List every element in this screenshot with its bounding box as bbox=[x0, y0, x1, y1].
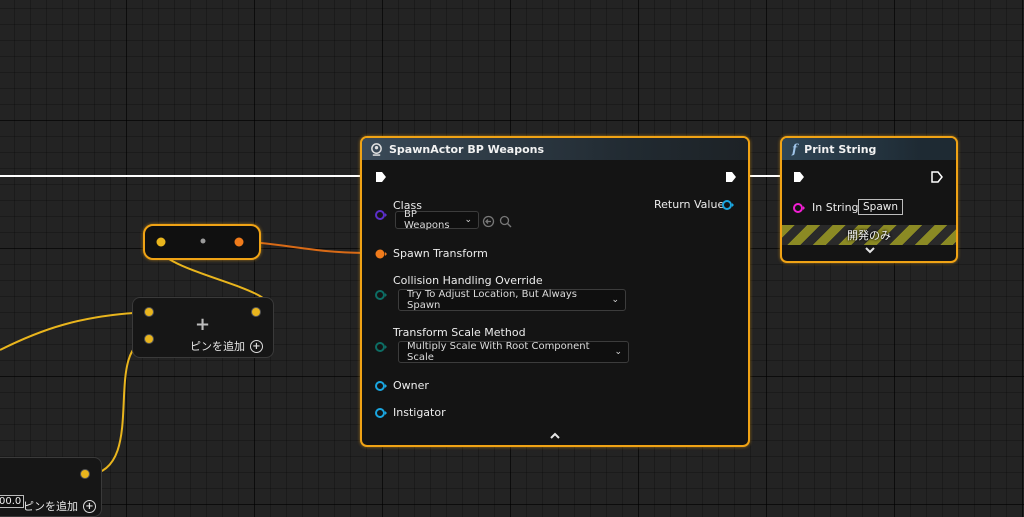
spawn-actor-title: SpawnActor BP Weapons bbox=[389, 142, 545, 156]
plus-icon: + bbox=[195, 314, 211, 335]
dropdown-chevron-icon: ⌄ bbox=[614, 347, 622, 357]
make-out-pin[interactable] bbox=[250, 306, 262, 318]
spawn-actor-node[interactable]: SpawnActor BP Weapons Class BP Weapons ⌄… bbox=[360, 136, 750, 447]
scale-method-value: Multiply Scale With Root Component Scale bbox=[407, 341, 590, 363]
add-pin-button-lower[interactable]: ピンを追加 + bbox=[23, 498, 96, 514]
reroute-in-pin[interactable] bbox=[155, 236, 167, 248]
print-string-header[interactable]: f Print String bbox=[782, 138, 956, 160]
reroute-out-pin[interactable] bbox=[233, 236, 245, 248]
spawn-transform-pin[interactable] bbox=[374, 248, 388, 260]
use-selected-icon[interactable] bbox=[482, 215, 495, 228]
dropdown-chevron-icon: ⌄ bbox=[611, 295, 619, 305]
collapse-advanced-icon[interactable] bbox=[549, 431, 561, 440]
value-input[interactable]: 00.0 bbox=[0, 495, 25, 508]
expand-advanced-icon[interactable] bbox=[864, 246, 876, 255]
owner-label: Owner bbox=[393, 379, 429, 392]
print-string-title: Print String bbox=[804, 142, 877, 156]
make-node[interactable]: + ピンを追加 + bbox=[132, 297, 274, 358]
print-string-node[interactable]: f Print String In String Spawn 開発のみ bbox=[780, 136, 958, 263]
scale-method-dropdown[interactable]: Multiply Scale With Root Component Scale… bbox=[398, 341, 629, 363]
collision-dropdown[interactable]: Try To Adjust Location, But Always Spawn… bbox=[398, 289, 626, 311]
return-value-label: Return Value bbox=[654, 198, 725, 211]
instigator-pin[interactable] bbox=[374, 407, 388, 419]
class-dropdown[interactable]: BP Weapons ⌄ bbox=[395, 209, 479, 231]
float-wire-c bbox=[87, 338, 151, 476]
spawn-exec-in-pin[interactable] bbox=[374, 170, 388, 184]
add-pin-label: ピンを追加 bbox=[190, 340, 245, 353]
reroute-node[interactable] bbox=[143, 224, 261, 260]
dropdown-chevron-icon: ⌄ bbox=[464, 215, 472, 225]
owner-pin[interactable] bbox=[374, 380, 388, 392]
make-lower-out-pin[interactable] bbox=[79, 468, 91, 480]
make-node-lower[interactable]: ピンを追加 + bbox=[0, 457, 102, 517]
class-value: BP Weapons bbox=[404, 209, 450, 231]
scale-method-pin[interactable] bbox=[374, 341, 388, 353]
make-in-pin-b[interactable] bbox=[143, 333, 155, 345]
add-pin-button[interactable]: ピンを追加 + bbox=[190, 338, 263, 354]
print-exec-in-pin[interactable] bbox=[792, 170, 806, 184]
return-value-pin[interactable] bbox=[721, 199, 735, 211]
collision-pin[interactable] bbox=[374, 289, 388, 301]
make-in-pin-a[interactable] bbox=[143, 306, 155, 318]
spawn-exec-out-pin[interactable] bbox=[724, 170, 738, 184]
spawn-transform-label: Spawn Transform bbox=[393, 247, 488, 260]
development-only-label: 開発のみ bbox=[847, 229, 891, 242]
spawn-actor-header[interactable]: SpawnActor BP Weapons bbox=[362, 138, 748, 160]
browse-icon[interactable] bbox=[499, 215, 512, 228]
collision-label: Collision Handling Override bbox=[393, 274, 543, 287]
scale-method-label: Transform Scale Method bbox=[393, 326, 526, 339]
in-string-label: In String bbox=[812, 201, 859, 214]
class-pin[interactable] bbox=[374, 209, 388, 221]
in-string-pin[interactable] bbox=[792, 202, 806, 214]
instigator-label: Instigator bbox=[393, 406, 446, 419]
print-exec-out-pin[interactable] bbox=[930, 170, 944, 184]
float-wire-b bbox=[0, 311, 151, 351]
add-pin-icon: + bbox=[250, 339, 263, 353]
class-label: Class bbox=[393, 199, 422, 212]
development-only-banner: 開発のみ bbox=[782, 225, 956, 245]
spawn-actor-icon bbox=[371, 142, 382, 156]
in-string-input[interactable]: Spawn bbox=[858, 199, 904, 215]
collision-value: Try To Adjust Location, But Always Spawn bbox=[407, 289, 577, 311]
add-pin-label-lower: ピンを追加 bbox=[23, 500, 78, 513]
add-pin-icon-lower: + bbox=[83, 499, 96, 513]
function-icon: f bbox=[792, 142, 798, 156]
reroute-dot bbox=[200, 238, 206, 244]
